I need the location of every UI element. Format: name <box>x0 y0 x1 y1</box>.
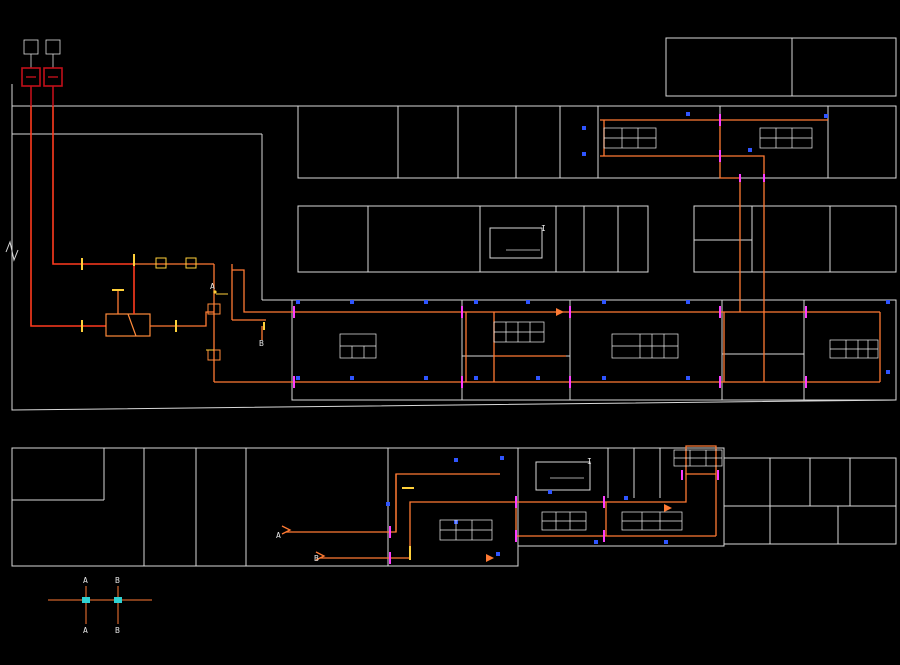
lower-point-b-label: B <box>314 554 319 563</box>
stair-mark-lower: I <box>587 457 592 466</box>
legend <box>48 586 152 624</box>
building-walls <box>5 37 897 567</box>
legend-a-bottom: A <box>83 626 88 635</box>
flow-arrows <box>486 308 672 562</box>
legend-b-top: B <box>115 576 120 585</box>
valves <box>81 254 414 560</box>
stair-mark-upper: I <box>541 224 546 233</box>
heat-source-inlet <box>21 39 63 106</box>
point-a-label: A <box>210 282 215 291</box>
balancing-valves <box>293 114 807 564</box>
entry-points <box>206 290 326 561</box>
stair-arrows <box>506 249 584 479</box>
lower-point-a-label: A <box>276 531 281 540</box>
load-tables <box>339 127 879 541</box>
terminal-units <box>296 112 890 556</box>
inline-components <box>155 257 228 295</box>
point-labels: A B A B A B A B I I <box>83 224 592 635</box>
legend-b-bottom: B <box>115 626 120 635</box>
legend-a-top: A <box>83 576 88 585</box>
point-b-label: B <box>259 339 264 348</box>
pipe-network <box>30 106 881 559</box>
